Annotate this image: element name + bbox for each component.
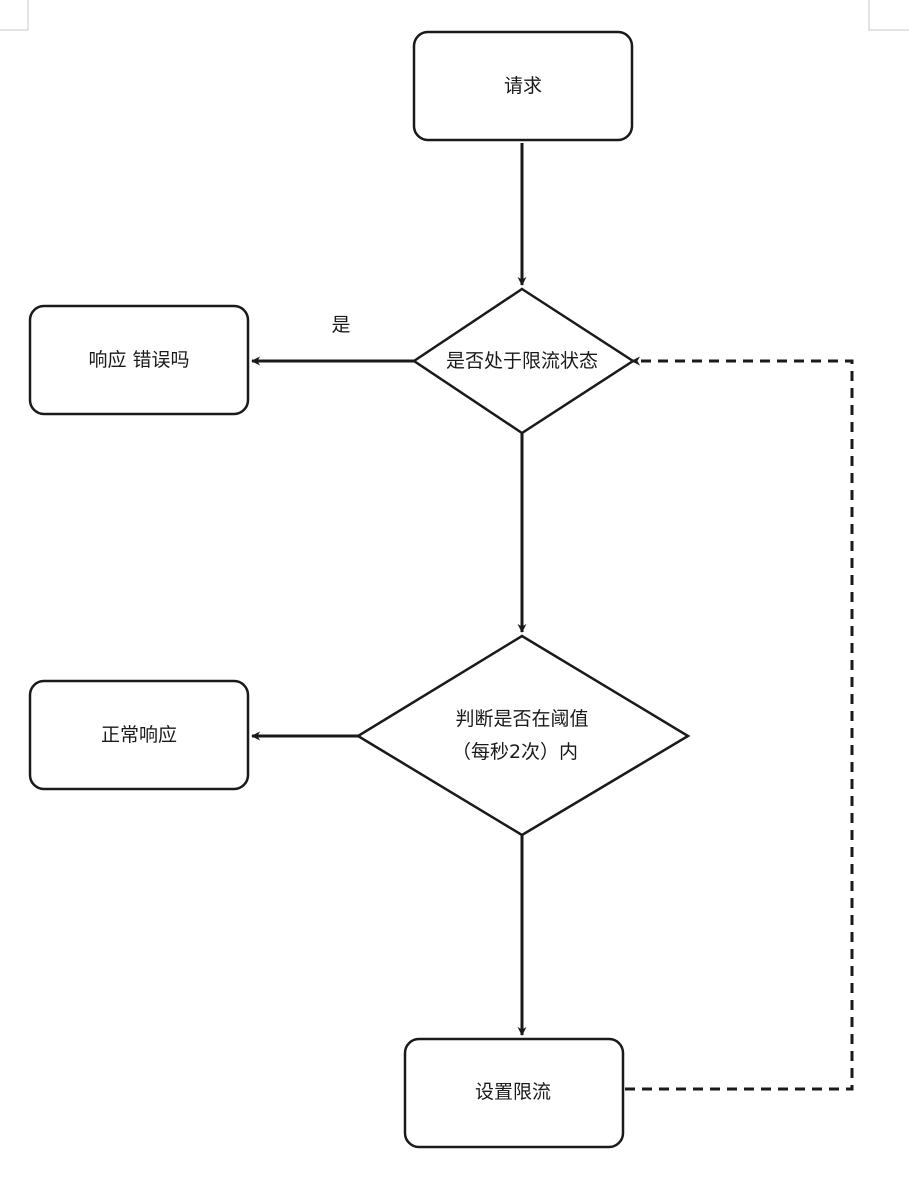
node-normal-response bbox=[28, 679, 250, 791]
nodes bbox=[28, 30, 691, 1149]
node-set-limit bbox=[403, 1037, 625, 1149]
node-check-threshold-label-line1: 判断是否在阈值 bbox=[455, 708, 588, 730]
node-set-limit-label: 设置限流 bbox=[475, 1081, 551, 1103]
node-check-threshold bbox=[355, 634, 691, 837]
node-check-threshold-label-line2: （每秒2次）内 bbox=[452, 741, 578, 763]
node-check-limited-label: 是否处于限流状态 bbox=[446, 350, 598, 372]
node-normal-response-label: 正常响应 bbox=[101, 724, 177, 746]
node-respond-error bbox=[28, 304, 250, 416]
node-check-limited bbox=[411, 287, 636, 435]
node-respond-error-label: 响应 错误吗 bbox=[88, 349, 189, 371]
edge-label-yes: 是 bbox=[331, 314, 350, 336]
edges bbox=[251, 143, 854, 1091]
node-request-label: 请求 bbox=[504, 75, 542, 97]
node-request bbox=[412, 30, 634, 142]
page-corner-marks bbox=[0, 0, 909, 31]
